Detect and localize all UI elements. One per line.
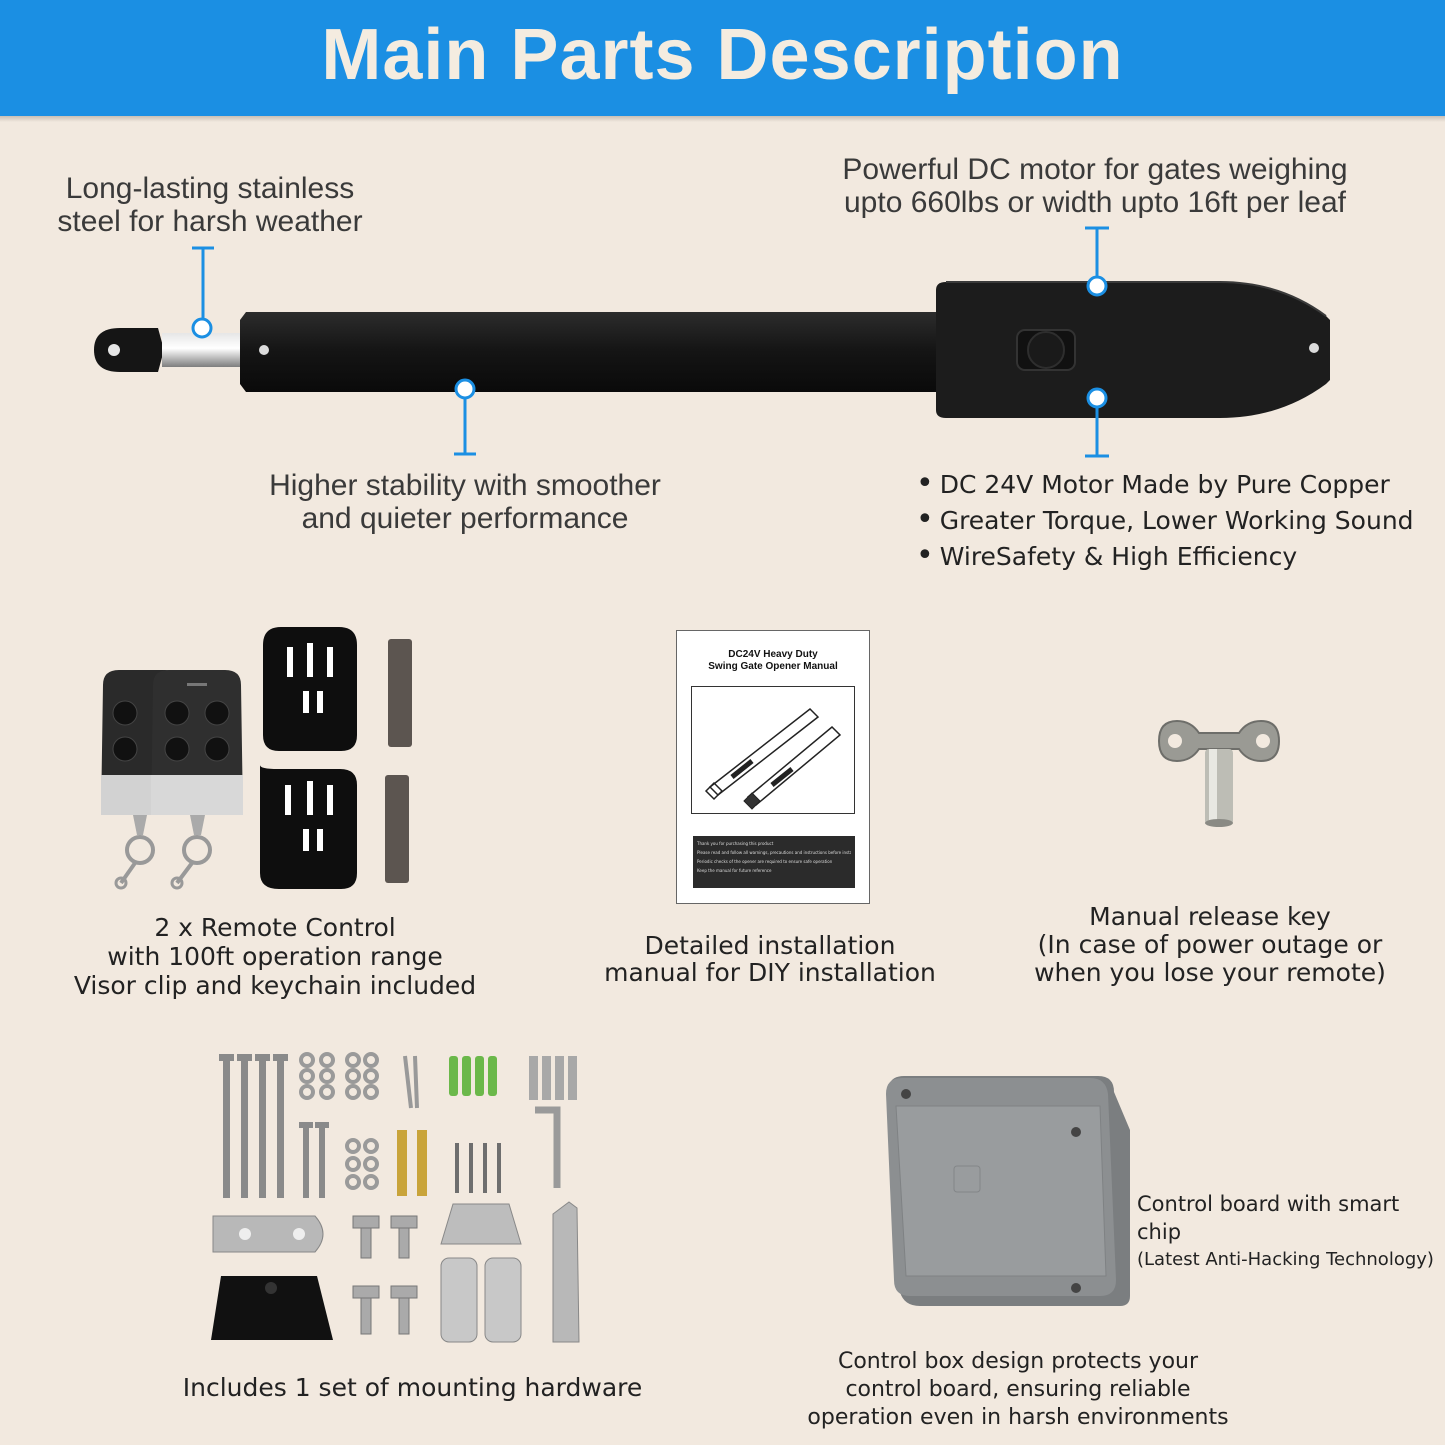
control-board-caption: Control board with smart chip (Latest An…	[1137, 1192, 1434, 1270]
control-box-caption: Control box design protects your control…	[807, 1349, 1229, 1430]
remote-caption: 2 x Remote Control with 100ft operation …	[73, 913, 477, 1000]
callout-dc-motor: Powerful DC motor for gates weighing upt…	[842, 153, 1348, 219]
manual-cover-notes: Thank you for purchasing this product Pl…	[693, 836, 855, 888]
mounting-hardware-image	[211, 1052, 580, 1343]
hardware-caption: Includes 1 set of mounting hardware	[182, 1373, 643, 1402]
motor-features-list: DC 24V Motor Made by Pure Copper Greater…	[916, 466, 1414, 574]
header-shadow	[0, 116, 1445, 122]
motor-feature-item: WireSafety & High Efficiency	[916, 538, 1414, 574]
motor-feature-item: DC 24V Motor Made by Pure Copper	[916, 466, 1414, 502]
page-title: Main Parts Description	[321, 15, 1124, 95]
gate-opener-actuator-image	[94, 226, 1330, 458]
manual-cover-title: DC24V Heavy Duty Swing Gate Opener Manua…	[708, 649, 838, 672]
motor-feature-item: Greater Torque, Lower Working Sound	[916, 502, 1414, 538]
callout-stainless-steel: Long-lasting stainless steel for harsh w…	[57, 172, 363, 238]
manual-caption: Detailed installation manual for DIY ins…	[604, 931, 936, 987]
manual-cover-illustration	[691, 686, 855, 814]
release-key-caption: Manual release key (In case of power out…	[1034, 902, 1386, 987]
header-banner: Main Parts Description	[0, 0, 1445, 116]
callout-stability: Higher stability with smoother and quiet…	[269, 469, 661, 535]
remote-controls-image	[101, 627, 412, 890]
installation-manual-image: DC24V Heavy Duty Swing Gate Opener Manua…	[676, 630, 870, 904]
release-key-image	[1157, 719, 1281, 827]
control-box-image	[886, 1076, 1130, 1306]
